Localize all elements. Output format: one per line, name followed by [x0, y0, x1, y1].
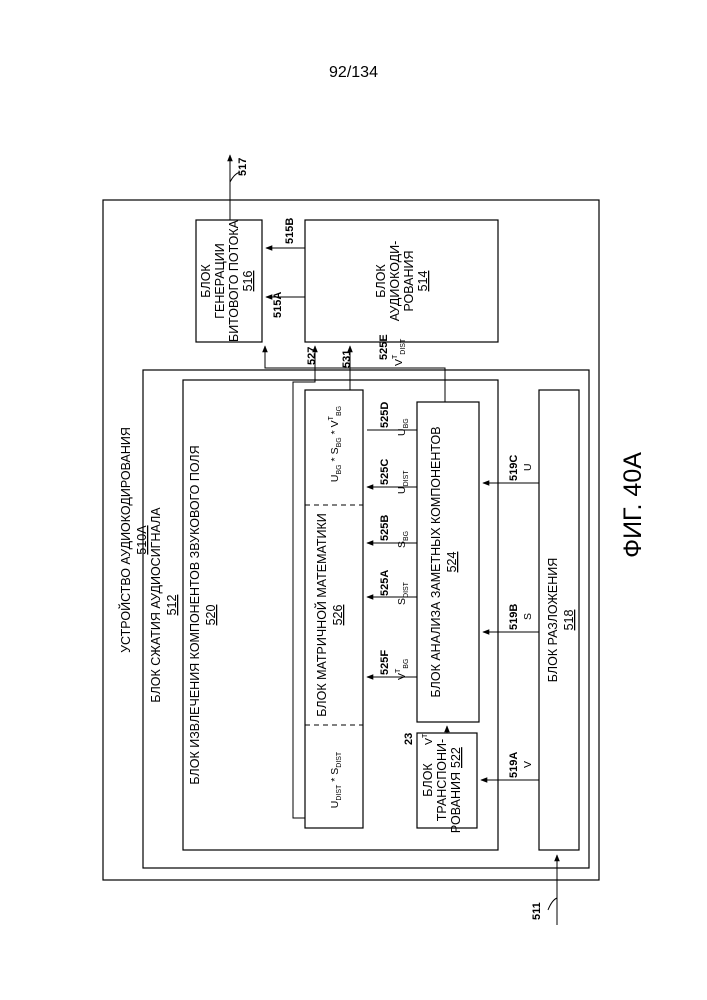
- audio-compression-ref: 512: [165, 595, 179, 616]
- label-519B: 519B: [508, 604, 520, 630]
- soundfield-extraction-ref: 520: [204, 605, 218, 626]
- sym-525D-UBG: UBG: [396, 418, 410, 436]
- salient-analysis-title: БЛОК АНАЛИЗА ЗАМЕТНЫХ КОМПОНЕНТОВ: [429, 426, 443, 697]
- sym-519A-V: V: [522, 761, 534, 768]
- figure-label: ФИГ. 40А: [619, 452, 647, 558]
- transposition-line3: РОВАНИЯ: [449, 772, 463, 833]
- label-519C: 519C: [508, 455, 520, 481]
- audio-compression-title: БЛОК СЖАТИЯ АУДИОСИГНАЛА: [149, 507, 163, 703]
- label-527: 527: [306, 347, 318, 365]
- sym-519C-U: U: [522, 463, 534, 471]
- sym-525B-SBG: SBG: [396, 531, 410, 548]
- svg-text:UDIST * SDIST: UDIST * SDIST: [329, 751, 343, 808]
- decomposition-ref: 518: [562, 610, 576, 631]
- line-527: [293, 346, 315, 818]
- label-525C: 525C: [379, 459, 391, 485]
- decomposition-title: БЛОК РАЗЛОЖЕНИЯ: [546, 558, 560, 683]
- audio-encoding-device-ref: 510A: [135, 525, 149, 555]
- soundfield-extraction-title: БЛОК ИЗВЛЕЧЕНИЯ КОМПОНЕНТОВ ЗВУКОВОГО ПО…: [188, 445, 202, 784]
- label-525A: 525A: [379, 570, 391, 596]
- transposition-ref: 522: [449, 747, 463, 768]
- matrix-math-title: БЛОК МАТРИЧНОЙ МАТЕМАТИКИ: [314, 513, 329, 717]
- bitstream-ref: 516: [241, 271, 255, 292]
- transposition-line2: ТРАНСПОНИ-: [435, 739, 449, 821]
- bitstream-line2: ГЕНЕРАЦИИ: [213, 243, 227, 319]
- leader-511: [548, 898, 557, 910]
- label-517: 517: [237, 158, 249, 176]
- audio-coding-line3: РОВАНИЯ: [402, 250, 416, 311]
- label-525E: 525E: [378, 334, 390, 360]
- label-525D: 525D: [379, 402, 391, 428]
- salient-analysis-ref: 524: [445, 552, 459, 573]
- line-525E: [265, 346, 445, 402]
- label-511: 511: [531, 902, 543, 920]
- audio-encoding-device-title: УСТРОЙСТВО АУДИОКОДИРОВАНИЯ: [118, 427, 133, 653]
- label-515B: 515B: [284, 218, 296, 244]
- sym-23-VT: VT: [422, 733, 435, 745]
- sym-525F-VTBG: VTBG: [395, 659, 410, 680]
- label-515A: 515A: [272, 292, 284, 318]
- matrix-expr-u-s-v-bg: UBG * SBG * VTBG: [328, 406, 343, 482]
- sym-525C-UDIST: UDIST: [396, 470, 410, 494]
- label-519A: 519A: [508, 752, 520, 778]
- bitstream-line1: БЛОК: [199, 264, 213, 298]
- label-525B: 525B: [379, 515, 391, 541]
- label-23: 23: [403, 733, 415, 745]
- matrix-math-ref: 526: [331, 605, 345, 626]
- matrix-expr-u-s-dist: UDIST * SDIST: [329, 751, 343, 808]
- audio-encoding-device-box: [103, 200, 599, 880]
- audio-coding-line2: АУДИОКОДИ-: [388, 241, 402, 322]
- label-525F: 525F: [379, 650, 391, 675]
- sym-519B-S: S: [522, 613, 534, 620]
- label-531: 531: [341, 350, 353, 368]
- transposition-line1: БЛОК: [421, 763, 435, 797]
- sym-525A-SDIST: SDIST: [396, 581, 410, 605]
- audio-coding-line1: БЛОК: [374, 264, 388, 298]
- audio-coding-ref: 514: [416, 271, 430, 292]
- bitstream-line3: БИТОВОГО ПОТОКА: [227, 219, 241, 342]
- svg-text:UBG * SBG * VTBG: UBG * SBG * VTBG: [328, 406, 343, 482]
